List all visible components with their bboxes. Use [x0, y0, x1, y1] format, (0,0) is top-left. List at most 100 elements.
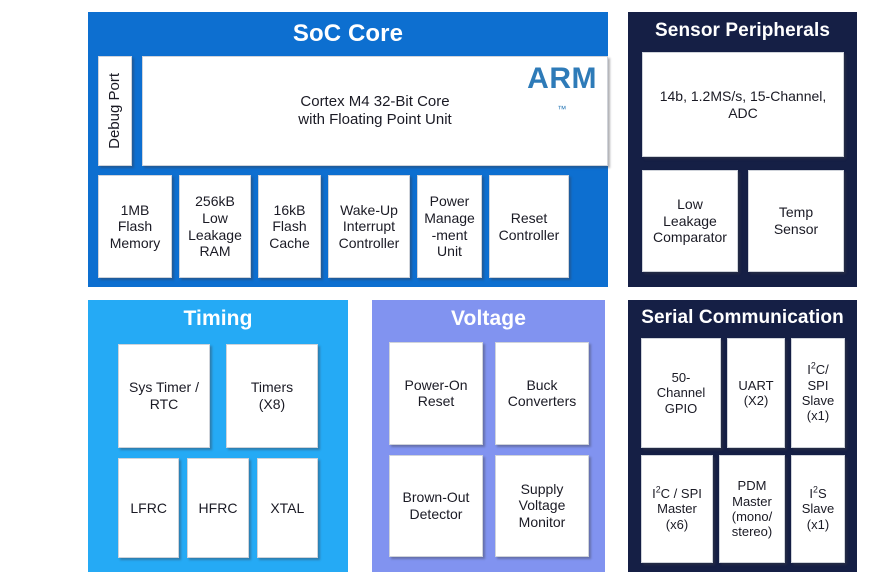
- block-line-0: Reset: [510, 209, 548, 226]
- block-timing-r1-1: Timers(X8): [226, 344, 318, 448]
- cortex-core-text: Cortex M4 32-Bit Core with Floating Poin…: [298, 93, 451, 128]
- block-line-2: Cache: [269, 234, 310, 251]
- block-line-1: Controller: [498, 226, 560, 243]
- panel-timing: Timing Sys Timer /RTC Timers(X8) LFRC HFRC…: [88, 300, 348, 572]
- block-timing-r2-1: HFRC: [187, 458, 249, 558]
- adc-block: 14b, 1.2MS/s, 15-Channel, ADC: [642, 52, 844, 157]
- block-line-2: -ment: [431, 226, 468, 243]
- cortex-core-block: Cortex M4 32-Bit Core with Floating Poin…: [142, 56, 608, 166]
- block-line-1: Voltage: [518, 497, 566, 514]
- block-line-0: Sys Timer /: [128, 379, 199, 396]
- debug-port-block: Debug Port: [98, 56, 132, 166]
- block-label: Sys Timer /RTC: [129, 379, 199, 412]
- block-line-0: I2C/: [807, 361, 829, 378]
- block-line-2: Memory: [109, 234, 161, 251]
- block-line-2: (mono/: [731, 509, 773, 524]
- block-line-1: Master: [732, 493, 772, 509]
- block-line-1: Flash: [272, 218, 307, 235]
- block-line-1: Channel: [656, 385, 706, 401]
- voltage-title: Voltage: [451, 307, 526, 330]
- block-line-0: 50-: [671, 370, 691, 385]
- sensor-peripherals-title: Sensor Peripherals: [655, 20, 830, 41]
- block-line-0: Wake-Up: [340, 201, 398, 218]
- block-line-1: (X2): [743, 393, 769, 408]
- block-line-2: Comparator: [653, 229, 727, 246]
- block-line-0: 256kB: [195, 193, 235, 210]
- soc-core-top-row: Debug Port Cortex M4 32-Bit Core with Fl…: [98, 56, 608, 166]
- block-label: XTAL: [270, 500, 304, 517]
- block-line-1: SPI: [807, 377, 829, 393]
- panel-sensor-peripherals: Sensor Peripherals 14b, 1.2MS/s, 15-Chan…: [628, 12, 857, 287]
- block-line-1: RTC: [149, 396, 179, 412]
- block-label: HFRC: [199, 500, 238, 517]
- block-line-3: stereo): [731, 524, 773, 540]
- block-line-2: Slave: [801, 393, 835, 408]
- timing-title: Timing: [183, 307, 253, 330]
- block-line-1: Detector: [409, 505, 463, 522]
- block-line-0: PDM: [737, 478, 767, 494]
- arm-logo: ARM ™: [527, 61, 597, 132]
- panel-soc-core: SoC Core Debug Port Cortex M4 32-Bit Cor…: [88, 12, 608, 287]
- timing-row-1: Sys Timer /RTC Timers(X8): [118, 344, 318, 448]
- adc-line-1: 14b, 1.2MS/s, 15-Channel,: [659, 87, 827, 104]
- adc-line-2: ADC: [728, 104, 758, 121]
- cortex-line-1: Cortex M4 32-Bit Core: [300, 93, 450, 111]
- block-line-0: Temp: [778, 204, 814, 221]
- block-timing-r2-2: XTAL: [256, 458, 318, 558]
- block-line-0: LFRC: [130, 499, 167, 516]
- block-line-1: Interrupt: [342, 218, 396, 235]
- block-line-1: (X8): [258, 396, 286, 412]
- block-line-0: Power: [429, 193, 470, 210]
- block-line-1: Slave: [801, 501, 835, 517]
- block-line-1: Master: [657, 501, 697, 517]
- arm-trademark-icon: ™: [557, 104, 567, 115]
- block-line-0: I2C / SPI: [652, 484, 702, 501]
- serial-communication-title: Serial Communication: [641, 307, 844, 328]
- block-line-2: (x6): [665, 516, 689, 532]
- block-line-1: Sensor: [773, 221, 819, 237]
- block-line-2: (x1): [806, 516, 830, 532]
- block-line-1: Flash: [117, 218, 153, 235]
- block-line-1: Reset: [417, 393, 455, 410]
- adc-text: 14b, 1.2MS/s, 15-Channel, ADC: [660, 88, 827, 121]
- block-serial-r1-1: UART(X2): [727, 338, 785, 448]
- block-label: LFRC: [130, 500, 167, 517]
- block-line-2: Leakage: [188, 226, 242, 243]
- block-line-0: Timers: [250, 379, 294, 396]
- arm-logo-text: ARM: [527, 62, 597, 95]
- block-line-0: 16kB: [273, 201, 306, 218]
- block-label: UART(X2): [738, 378, 773, 409]
